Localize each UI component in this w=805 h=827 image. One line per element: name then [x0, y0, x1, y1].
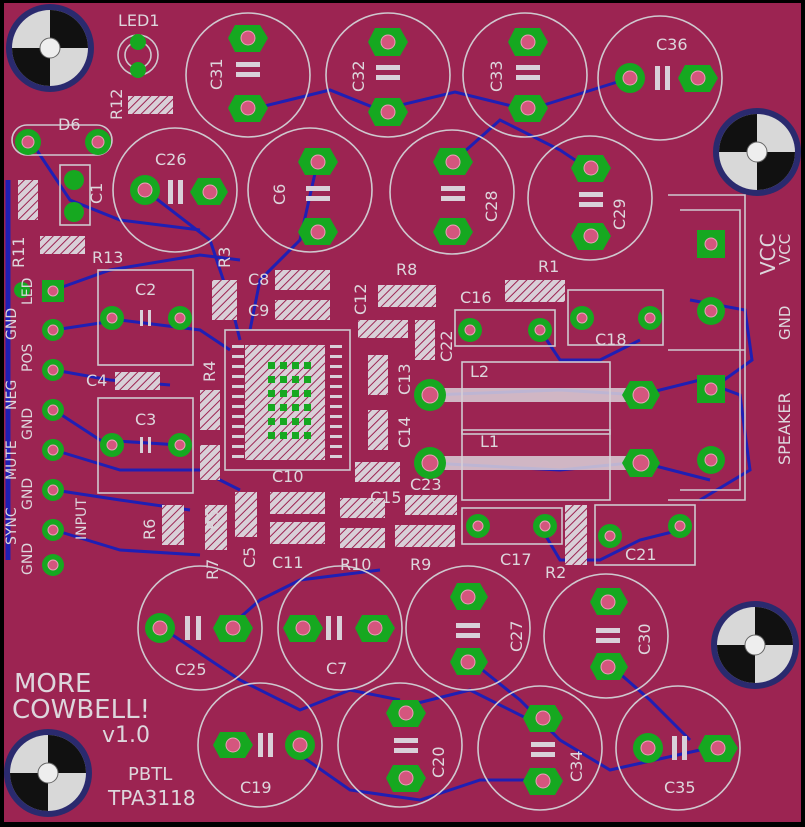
label-c8: C8	[248, 270, 269, 289]
label-c2: C2	[135, 280, 156, 299]
mounting-hole-br	[711, 601, 799, 689]
label-r1: R1	[538, 257, 559, 276]
label-r3: R3	[215, 247, 234, 268]
label-c13: C13	[395, 363, 414, 395]
title-version: v1.0	[102, 723, 150, 748]
label-r6: R6	[140, 519, 159, 540]
label-c26: C26	[155, 150, 187, 169]
label-c6: C6	[270, 184, 289, 205]
label-r8: R8	[396, 260, 417, 279]
label-r4: R4	[200, 361, 219, 382]
label-c12: C12	[351, 283, 370, 315]
label-c1: C1	[87, 183, 106, 204]
label-led: LED	[20, 278, 36, 305]
label-vcc-2: VCC	[776, 234, 794, 265]
label-c36: C36	[656, 35, 688, 54]
mounting-hole-tr	[713, 108, 801, 196]
label-tpa3118: TPA3118	[107, 786, 196, 810]
label-c15: C15	[370, 488, 402, 507]
label-r13: R13	[92, 248, 123, 267]
inductor-l2-bar	[440, 388, 640, 402]
label-l1: L1	[480, 432, 499, 451]
traces	[5, 76, 754, 802]
label-c22: C22	[437, 330, 456, 362]
label-led1: LED1	[118, 11, 160, 30]
label-c7: C7	[326, 659, 347, 678]
label-c33: C33	[487, 60, 506, 92]
label-c18: C18	[595, 330, 627, 349]
label-c14: C14	[395, 416, 414, 448]
label-c4: C4	[86, 371, 107, 390]
label-c10: C10	[272, 467, 304, 486]
cap-symbols	[140, 62, 687, 760]
label-c25: C25	[175, 660, 207, 679]
label-c11: C11	[272, 553, 304, 572]
ic-tpa3118	[232, 345, 342, 460]
label-input: INPUT	[74, 498, 90, 540]
label-c5: C5	[240, 547, 259, 568]
label-r7: R7	[203, 559, 222, 580]
inductor-l1-bar	[440, 456, 640, 470]
label-r12: R12	[107, 89, 126, 120]
mounting-hole-tl	[6, 4, 94, 92]
label-c34: C34	[567, 750, 586, 782]
label-r10: R10	[340, 555, 371, 574]
label-sync: SYNC	[4, 507, 20, 545]
smd-parts	[18, 96, 587, 565]
silkscreen-labels: LED1 R12 D6 C31 C32 C33 C36 C26 C6 C28 C…	[4, 11, 794, 810]
electrolytic-caps	[112, 12, 741, 811]
label-pbtl: PBTL	[128, 764, 172, 785]
label-c30: C30	[635, 623, 654, 655]
label-gnd-4: GND	[20, 543, 36, 575]
label-speaker: SPEAKER	[775, 392, 794, 465]
label-c20: C20	[429, 746, 448, 778]
label-c9: C9	[248, 301, 269, 320]
label-r11: R11	[9, 237, 28, 268]
label-d6: D6	[58, 115, 81, 134]
label-vcc-1: VCC	[756, 233, 780, 275]
label-c17: C17	[500, 550, 532, 569]
label-pos: POS	[20, 344, 36, 372]
label-gnd-right: GND	[776, 306, 794, 340]
label-neg: NEG	[4, 380, 20, 410]
label-mute: MUTE	[4, 440, 20, 480]
label-c31: C31	[207, 58, 226, 90]
label-c3: C3	[135, 410, 156, 429]
label-gnd-3: GND	[20, 478, 36, 510]
label-c29: C29	[610, 198, 629, 230]
thru-pads	[14, 25, 738, 795]
label-gnd-1: GND	[4, 308, 20, 340]
label-c16: C16	[460, 288, 492, 307]
label-c28: C28	[482, 190, 501, 222]
label-r2: R2	[545, 563, 566, 582]
label-c27: C27	[507, 620, 526, 652]
label-c23: C23	[410, 475, 442, 494]
label-l2: L2	[470, 362, 489, 381]
title-more: MORE	[14, 669, 91, 699]
label-c32: C32	[349, 60, 368, 92]
label-gnd-2: GND	[20, 408, 36, 440]
label-c19: C19	[240, 778, 272, 797]
label-r5: R5	[203, 509, 222, 530]
mounting-hole-bl	[4, 729, 92, 817]
label-c35: C35	[664, 778, 696, 797]
title-cowbell: COWBELL!	[12, 695, 150, 725]
label-c21: C21	[625, 545, 657, 564]
label-r9: R9	[410, 555, 431, 574]
